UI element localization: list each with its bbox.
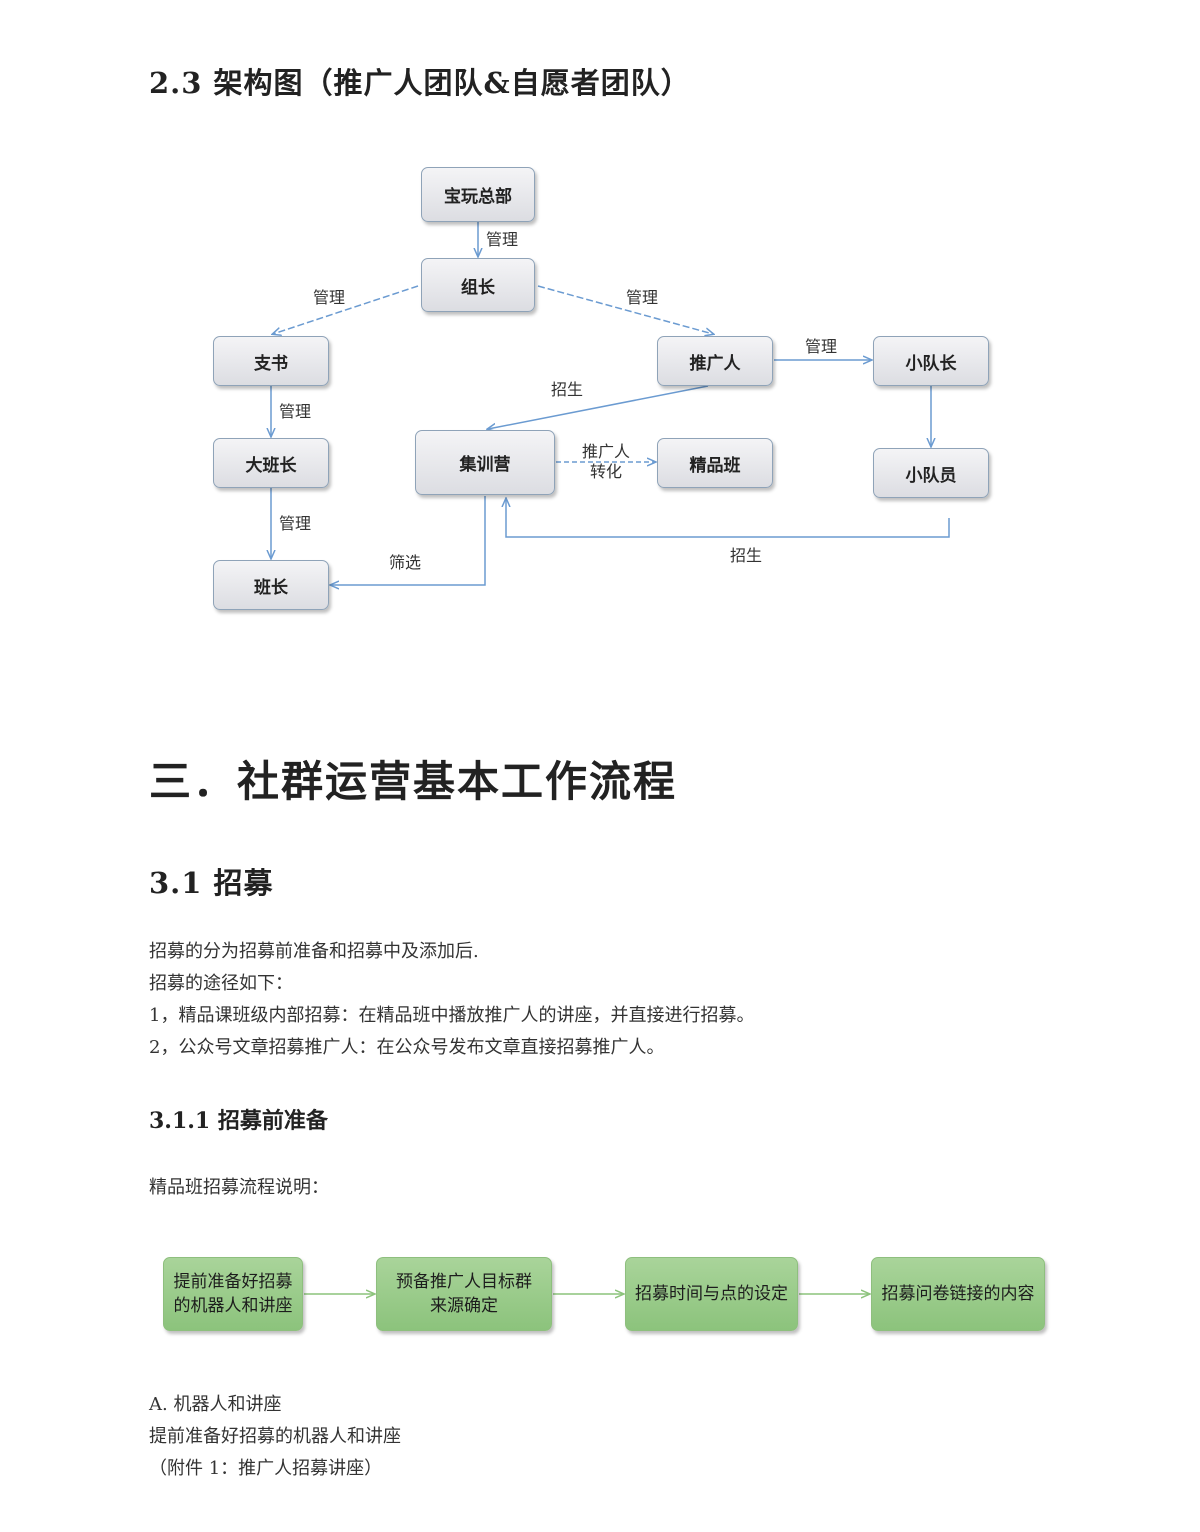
section-a-line-1: 提前准备好招募的机器人和讲座 — [149, 1426, 401, 1447]
edge-tuiguang-jixunying — [488, 385, 709, 429]
flow-step-3: 招募时间与点的设定 — [625, 1257, 798, 1331]
flow-step-4-line-1: 招募问卷链接的内容 — [881, 1284, 1035, 1304]
edge-label-tuiguang-xiaoduizhang: 管理 — [805, 337, 838, 356]
section-3-1-1-title: 3.1.1 招募前准备 — [149, 1108, 328, 1134]
edge-label-line-2: 转化 — [589, 462, 622, 481]
edge-label-dabanzhang-banzhang: 管理 — [279, 514, 312, 533]
section-2-3-title: 2.3 架构图（推广人团队&自愿者团队） — [149, 66, 691, 100]
flow-step-1-line-2: 的机器人和讲座 — [173, 1296, 293, 1316]
edge-label-jixunying-banzhang: 筛选 — [389, 553, 422, 572]
node-xiaoduiyuan: 小队员 — [873, 448, 989, 498]
flow-step-1-line-1: 提前准备好招募 — [173, 1272, 293, 1292]
flow-step-2-line-2: 来源确定 — [430, 1296, 498, 1316]
section-3-1-1-intro: 精品班招募流程说明： — [149, 1177, 329, 1198]
edge-label-xiaoduiyuan-jixunying: 招生 — [730, 546, 763, 565]
node-tuiguang: 推广人 — [657, 336, 773, 386]
edge-label-jixunying-jingpinban: 推广人 转化 — [578, 442, 634, 482]
section-3-1-title: 3.1 招募 — [149, 866, 274, 900]
edge-xiaoduiyuan-jixunying — [506, 499, 950, 538]
edge-label-zhishu-dabanzhang: 管理 — [279, 402, 312, 421]
node-leader: 组长 — [421, 258, 535, 312]
flow-step-2-line-1: 预备推广人目标群 — [396, 1272, 532, 1292]
flow-step-3-line-1: 招募时间与点的设定 — [635, 1284, 788, 1304]
edge-leader-zhishu — [273, 285, 419, 334]
node-zhishu: 支书 — [213, 336, 329, 386]
node-jingpinban: 精品班 — [657, 438, 773, 488]
node-jixunying: 集训营 — [415, 430, 555, 495]
node-xiaoduizhang: 小队长 — [873, 336, 989, 386]
edge-label-leader-zhishu: 管理 — [313, 288, 346, 307]
chapter-3-title: 三．社群运营基本工作流程 — [149, 757, 678, 806]
paragraph: 招募的分为招募前准备和招募中及添加后. — [149, 941, 479, 962]
flow-step-2: 预备推广人目标群 来源确定 — [376, 1257, 552, 1331]
org-chart-connectors — [0, 222, 950, 640]
flow-step-4: 招募问卷链接的内容 — [871, 1257, 1045, 1331]
node-banzhang: 班长 — [213, 560, 329, 610]
section-a-line-2: （附件 1：推广人招募讲座） — [149, 1458, 383, 1479]
edge-label-tuiguang-jixunying: 招生 — [551, 380, 584, 399]
edge-label-hq-leader: 管理 — [486, 230, 519, 249]
edge-leader-tuiguang — [537, 285, 713, 334]
edge-label-leader-tuiguang: 管理 — [626, 288, 659, 307]
section-a: A. 机器人和讲座 提前准备好招募的机器人和讲座 （附件 1：推广人招募讲座） — [149, 1389, 1109, 1485]
edge-jixunying-banzhang — [331, 496, 486, 585]
section-3-1-body: 招募的分为招募前准备和招募中及添加后. 招募的途径如下： 1，精品课班级内部招募… — [149, 936, 1109, 1064]
edge-label-line-1: 推广人 — [581, 442, 630, 461]
process-flow-arrows — [304, 1240, 1200, 1350]
paragraph: 1，精品课班级内部招募：在精品班中播放推广人的讲座，并直接进行招募。 — [149, 1005, 755, 1026]
flow-step-1: 提前准备好招募 的机器人和讲座 — [163, 1257, 303, 1331]
paragraph: 2，公众号文章招募推广人：在公众号发布文章直接招募推广人。 — [149, 1037, 665, 1058]
node-hq: 宝玩总部 — [421, 167, 535, 222]
paragraph: 招募的途径如下： — [149, 973, 293, 994]
section-a-heading: A. 机器人和讲座 — [149, 1394, 282, 1415]
node-dabanzhang: 大班长 — [213, 438, 329, 488]
